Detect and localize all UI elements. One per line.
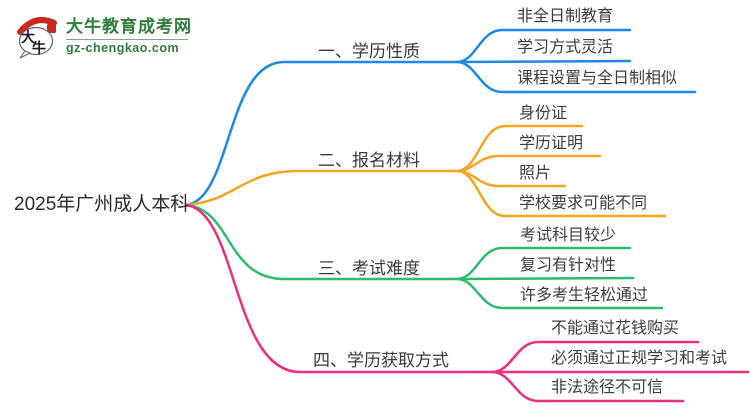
branch-4-child-2: 必须通过正规学习和考试 xyxy=(551,350,728,367)
logo-text: 大牛教育成考网 gz-chengkao.com xyxy=(66,17,192,55)
branch-3-child-1: 考试科目较少 xyxy=(520,227,617,244)
branch-3-child-2: 复习有针对性 xyxy=(520,257,617,274)
branch-4-child-1: 不能通过花钱购买 xyxy=(551,320,680,337)
branch-1-main-curve xyxy=(184,60,459,207)
logo-char-da: 大 xyxy=(21,29,35,46)
logo-divider xyxy=(66,38,188,40)
branch-3-child-3: 许多考生轻松通过 xyxy=(520,287,649,304)
logo-title: 大牛教育成考网 xyxy=(66,17,192,37)
branch-2-main-curve xyxy=(184,169,459,207)
branch-2-child-1: 身份证 xyxy=(519,105,568,122)
branch-4-child-3: 非法途径不可信 xyxy=(551,379,664,396)
logo: 大 牛 大牛教育成考网 gz-chengkao.com xyxy=(12,12,192,60)
branch-4-main-curve xyxy=(184,203,494,374)
branch-4-connectors xyxy=(184,203,750,403)
branch-1-child-3-line xyxy=(455,60,697,94)
branch-2-connectors xyxy=(184,124,667,218)
branch-1-child-2-line xyxy=(455,59,632,64)
branch-3-child-3-line xyxy=(455,277,664,310)
logo-domain: gz-chengkao.com xyxy=(66,40,180,55)
branch-2-child-2: 学历证明 xyxy=(519,135,584,152)
branch-3-child-2-line xyxy=(455,276,635,281)
branch-1-label: 一、学历性质 xyxy=(318,42,420,61)
branch-3-connectors xyxy=(184,203,664,310)
logo-red-arc xyxy=(17,17,57,35)
branch-4-label: 四、学历获取方式 xyxy=(313,351,449,370)
branch-1-child-3: 课程设置与全日制相似 xyxy=(517,70,678,87)
branch-1-connectors xyxy=(184,28,697,207)
branch-2-child-4-line xyxy=(455,169,667,218)
branch-3-main-curve xyxy=(184,203,459,281)
dainiu-logo-icon: 大 牛 xyxy=(17,17,57,59)
root-node: 2025年广州成人本科 xyxy=(14,194,190,215)
branch-2-child-4: 学校要求可能不同 xyxy=(519,195,648,212)
logo-bubble-tail xyxy=(19,50,32,59)
logo-bubble xyxy=(18,26,54,56)
branch-2-label: 二、报名材料 xyxy=(318,151,420,170)
logo-red-seal xyxy=(47,24,56,33)
branch-1-child-1: 非全日制教育 xyxy=(517,8,614,25)
branch-1-child-2: 学习方式灵活 xyxy=(517,39,614,56)
branch-3-label: 三、考试难度 xyxy=(318,259,420,278)
logo-char-niu: 牛 xyxy=(32,40,46,57)
branch-4-child-3-line xyxy=(490,370,685,403)
branch-2-child-3: 照片 xyxy=(519,165,552,182)
